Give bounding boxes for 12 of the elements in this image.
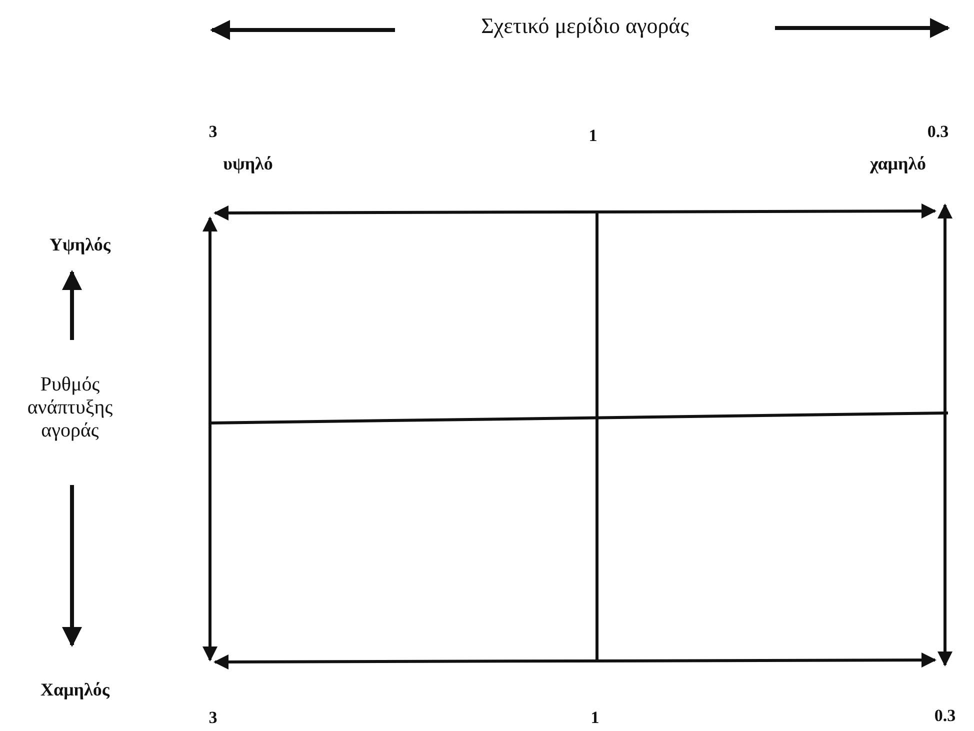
axis-tick-label: 3 (208, 708, 218, 728)
axis-end-label: Υψηλός (49, 234, 111, 256)
axis-tick-label: 3 (208, 122, 218, 142)
axis-tick-label: 0.3 (934, 706, 956, 726)
axis-tick-label: 1 (590, 708, 600, 728)
axis-end-label: υψηλό (223, 154, 273, 174)
axis-end-label: Χαμηλός (40, 680, 110, 700)
axis-title: Σχετικό μερίδιο αγοράς (481, 13, 689, 39)
axis-tick-label: 1 (588, 126, 598, 146)
axis-title: Ρυθμός ανάπτυξης αγοράς (26, 374, 114, 442)
axis-tick-label: 0.3 (927, 122, 949, 142)
axis-end-label: χαμηλό (870, 154, 926, 174)
